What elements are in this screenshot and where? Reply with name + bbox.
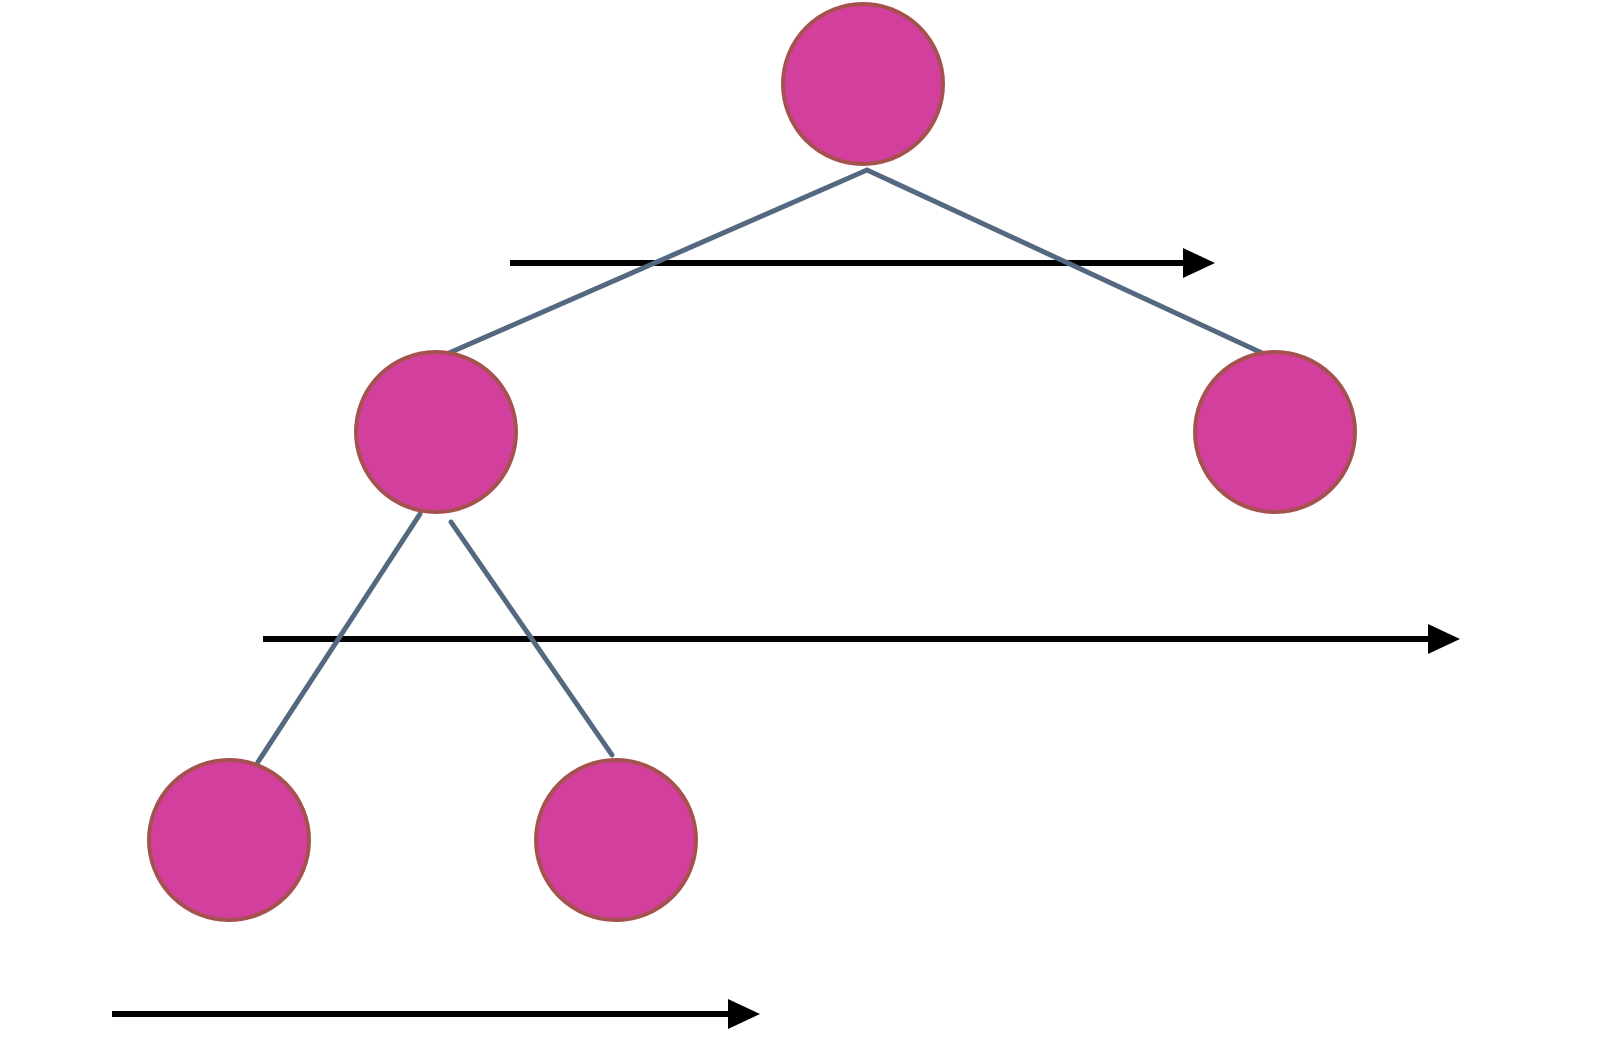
- node-right: [1193, 350, 1357, 514]
- arrow-level-2-head: [1428, 624, 1460, 654]
- arrow-level-1-head: [1183, 248, 1215, 278]
- node-left-left: [147, 758, 311, 922]
- edge-root-to-right: [864, 167, 1265, 356]
- arrow-level-3-head: [728, 999, 760, 1029]
- node-left: [354, 350, 518, 514]
- arrow-level-2: [263, 624, 1460, 654]
- arrow-level-1: [510, 248, 1215, 278]
- arrow-level-3: [112, 999, 760, 1029]
- node-root: [781, 2, 945, 166]
- edge-root-to-left: [446, 167, 870, 356]
- edge-left-to-left-right: [448, 519, 615, 758]
- tree-edges: [255, 167, 1265, 765]
- tree-nodes: [147, 2, 1357, 922]
- edge-left-to-left-left: [255, 511, 423, 765]
- node-left-right: [534, 758, 698, 922]
- level-arrows: [112, 248, 1460, 1029]
